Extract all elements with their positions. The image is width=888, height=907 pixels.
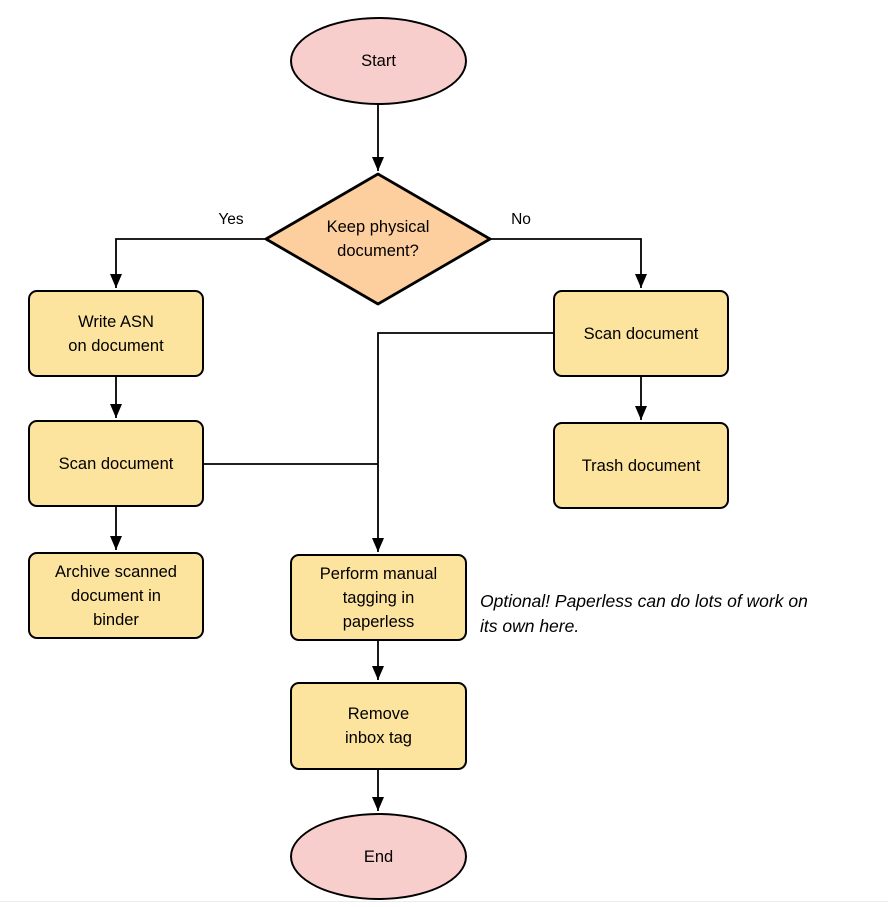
edge-decision-scan-right [490, 238, 647, 288]
edge-label-no: No [511, 211, 531, 228]
edge-label-yes: Yes [218, 211, 244, 228]
edge-decision-write-asn [110, 238, 265, 288]
node-remove-inbox-tag: Remove inbox tag [290, 682, 467, 770]
node-scan-document-right: Scan document [553, 290, 729, 377]
edge-scan-right-tagging [372, 332, 554, 552]
page-boundary-line [0, 901, 888, 902]
node-start: Start [290, 17, 467, 105]
node-manual-tagging: Perform manual tagging in paperless [290, 554, 467, 641]
node-end: End [290, 813, 467, 900]
node-trash-document: Trash document [553, 422, 729, 509]
node-write-asn: Write ASN on document [28, 290, 204, 377]
decision-diamond-shape [264, 172, 492, 306]
node-scan-document-left: Scan document [28, 420, 204, 507]
node-decision-label: Keep physical document? [326, 218, 430, 260]
optional-note: Optional! Paperless can do lots of work … [480, 591, 808, 636]
node-archive-binder: Archive scanned document in binder [28, 552, 204, 639]
